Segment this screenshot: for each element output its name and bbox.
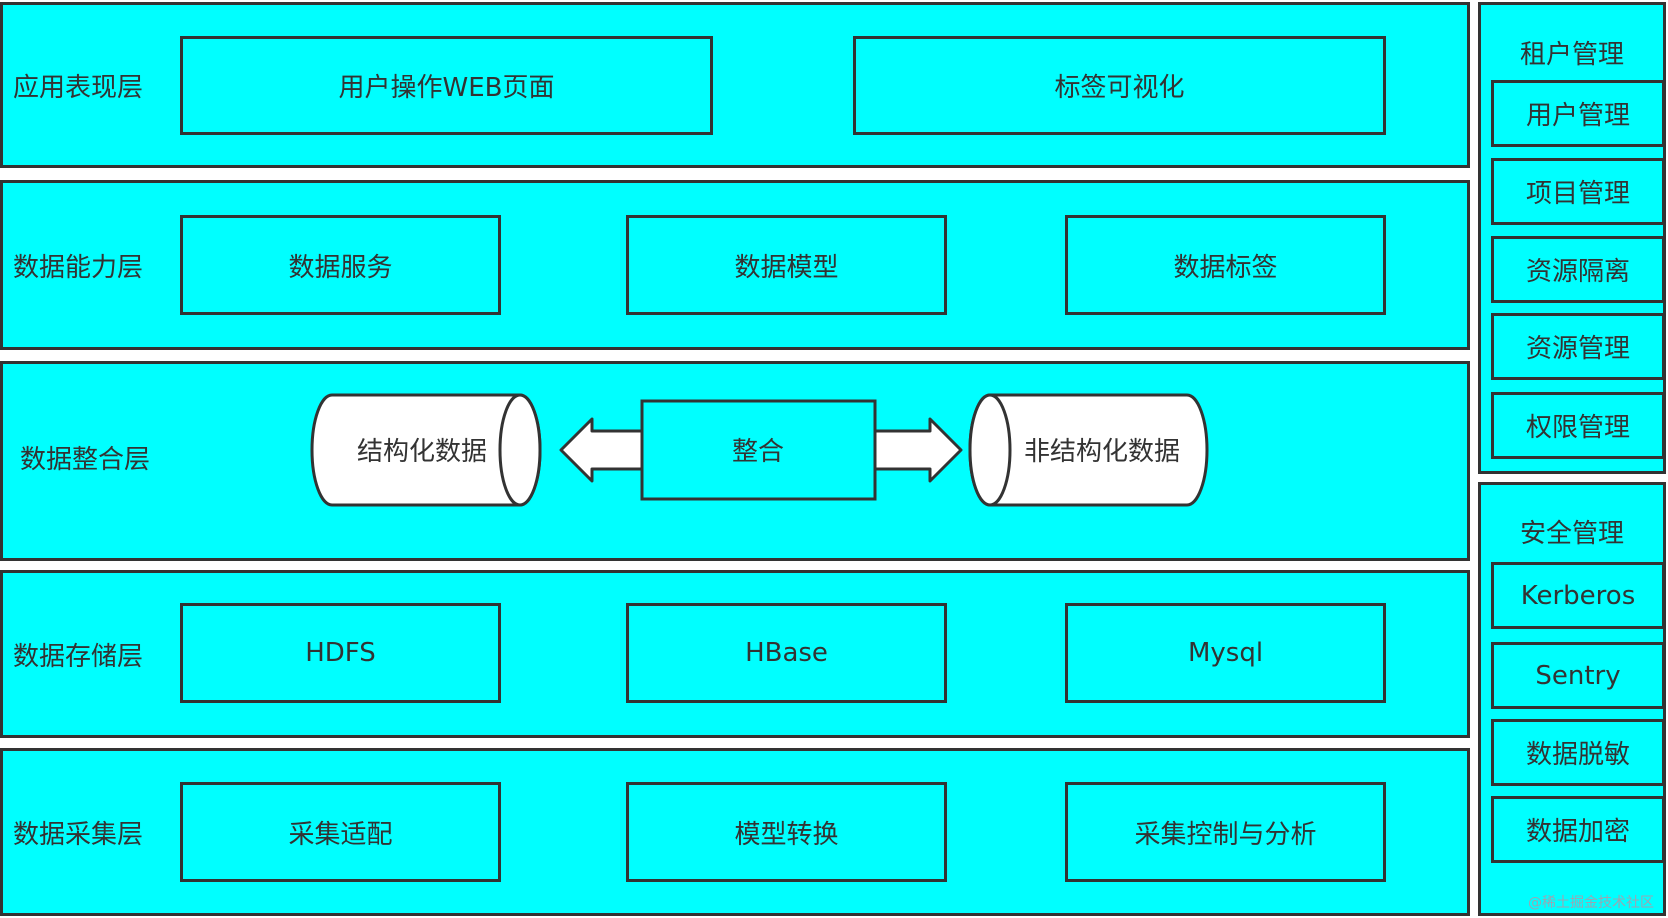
watermark-text: @稀土掘金技术社区	[1528, 895, 1654, 911]
layer-integration-label: 数据整合层	[20, 445, 151, 475]
structured-data-label: 结构化数据	[357, 437, 487, 467]
unstructured-data-store: 非结构化数据	[968, 393, 1209, 507]
data-encryption-box: 数据加密	[1491, 796, 1665, 863]
project-management-box: 项目管理	[1491, 158, 1665, 225]
tag-visualization-box: 标签可视化	[853, 36, 1386, 135]
web-page-box: 用户操作WEB页面	[180, 36, 713, 135]
mysql-box: Mysql	[1065, 603, 1386, 703]
collection-adapter-box: 采集适配	[180, 782, 501, 882]
integration-label: 整合	[732, 437, 784, 467]
model-conversion-box: 模型转换	[626, 782, 947, 882]
layer-storage-label: 数据存储层	[13, 642, 144, 672]
resource-isolation-box: 资源隔离	[1491, 236, 1665, 303]
security-management-title: 安全管理	[1519, 519, 1624, 549]
sentry-box: Sentry	[1491, 642, 1665, 709]
tenant-management-panel: 租户管理 用户管理 项目管理 资源隔离 资源管理 权限管理	[1478, 2, 1666, 474]
structured-data-store: 结构化数据	[310, 393, 542, 507]
resource-management-box: 资源管理	[1491, 313, 1665, 380]
kerberos-box: Kerberos	[1491, 562, 1665, 629]
user-management-box: 用户管理	[1491, 80, 1665, 147]
data-service-box: 数据服务	[180, 215, 501, 315]
arrow-right-icon	[873, 417, 963, 483]
layer-collection-label: 数据采集层	[13, 820, 144, 850]
permission-management-box: 权限管理	[1491, 392, 1665, 459]
tenant-management-title: 租户管理	[1519, 40, 1624, 70]
collection-control-box: 采集控制与分析	[1065, 782, 1386, 882]
integration-box	[640, 399, 877, 501]
security-management-panel: 安全管理 Kerberos Sentry 数据脱敏 数据加密	[1478, 482, 1666, 916]
layer-presentation-label: 应用表现层	[13, 73, 144, 103]
data-masking-box: 数据脱敏	[1491, 719, 1665, 786]
unstructured-data-label: 非结构化数据	[1024, 437, 1180, 467]
hdfs-box: HDFS	[180, 603, 501, 703]
hbase-box: HBase	[626, 603, 947, 703]
integration-diagram: 结构化数据 非结构化数据 整合	[310, 393, 1209, 507]
layer-capability-label: 数据能力层	[13, 253, 144, 283]
data-tag-box: 数据标签	[1065, 215, 1386, 315]
arrow-left-icon	[559, 417, 644, 483]
data-model-box: 数据模型	[626, 215, 947, 315]
